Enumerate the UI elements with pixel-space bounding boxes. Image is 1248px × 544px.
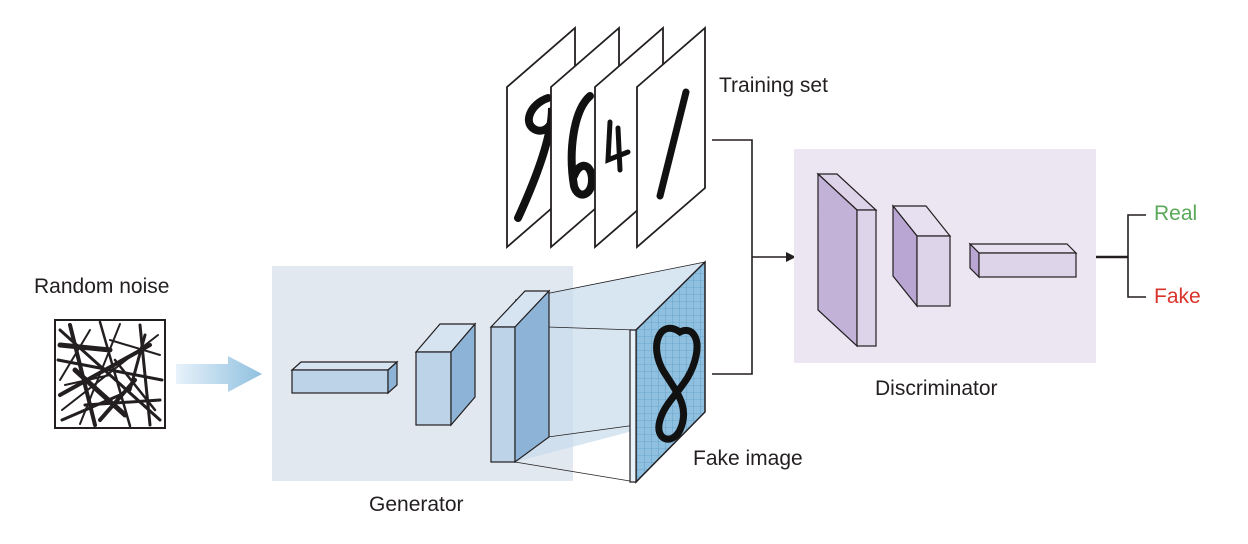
real-output-label: Real xyxy=(1154,202,1198,225)
training-set-cards xyxy=(506,26,706,249)
generator-layer-3 xyxy=(489,289,551,464)
discriminator-label: Discriminator xyxy=(875,377,998,400)
connector-lines xyxy=(712,139,786,375)
fake-output-label: Fake xyxy=(1154,285,1201,308)
training-set-label: Training set xyxy=(719,74,828,97)
discriminator-layer-3 xyxy=(968,242,1078,279)
fake-image-label: Fake image xyxy=(693,447,803,470)
discriminator-layer-1 xyxy=(816,172,878,348)
random-noise-image xyxy=(54,319,166,429)
output-fork xyxy=(1096,214,1146,298)
noise-to-generator-arrow xyxy=(176,356,262,392)
connector-arrowhead xyxy=(786,252,796,262)
random-noise-label: Random noise xyxy=(34,275,170,298)
generator-label: Generator xyxy=(369,493,464,516)
discriminator-layer-2 xyxy=(891,204,952,308)
fake-image xyxy=(629,260,706,484)
training-card-1 xyxy=(636,26,706,249)
generator-layer-1 xyxy=(290,360,399,395)
generator-layer-2 xyxy=(414,322,477,427)
